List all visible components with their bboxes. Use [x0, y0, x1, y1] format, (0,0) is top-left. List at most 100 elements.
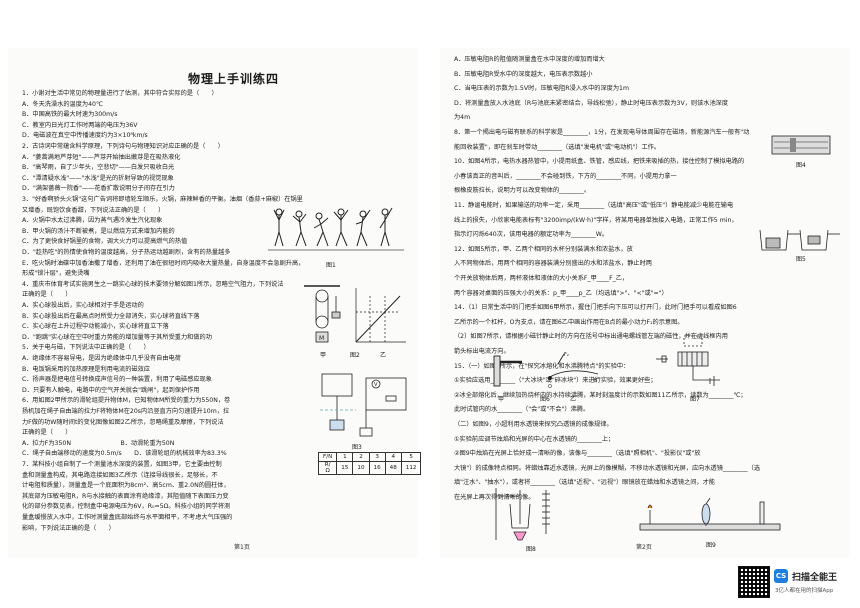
text-line: 12．如图5所示，甲、乙两个相同的水杯分别装满水和浓盐水，放 — [454, 245, 633, 253]
table-cell: 112 — [400, 461, 422, 475]
svg-text:O: O — [548, 384, 552, 390]
figure-7-label: 图7 — [690, 396, 700, 403]
figure-4-rubber-band-box — [771, 135, 831, 155]
text-line: 7．某科技小组自制了一个测量池水深度的装置，如图3甲，它主要由控制 — [22, 461, 222, 468]
text-line: （二）如图9，小超利用水透镜来探究凸透镜的成像规律。 — [454, 421, 613, 428]
camscanner-logo-icon: CS — [774, 569, 788, 583]
table-row: F/N 1 2 3 4 5 — [317, 452, 422, 462]
figure-6-label-c: 乙 — [570, 396, 577, 403]
text-line: D．"跑跳"实心球在空中时重力势能的增加量等于其所受重力和做的功 — [22, 333, 212, 341]
figure-9-optical-bench — [639, 497, 781, 531]
text-line: 14．（1）日常生活中的门把手如图6甲所示，握住门把手向下压可以打开门，此时门把… — [454, 304, 737, 312]
text-line: 又增香，既饱饮食香甜，下列说法正确的是（ ） — [22, 206, 165, 214]
text-line: A．火锅中水太过沸腾，因为蒸气遇冷发生汽化现象 — [22, 217, 163, 225]
text-line: ②冰全部熔化后，继续加热烧杯内的水持续沸腾，某时刻温度计的示数如图11乙所示，读… — [454, 391, 747, 399]
scanner-app-name: 扫描全能王 — [792, 573, 838, 583]
text-line: C．"潭清疑水浅"——"水浅"是光的折射导致的视觉现象 — [22, 174, 174, 182]
text-line: C．教室内日光灯工作时两端的电压为36V — [22, 121, 138, 129]
text-line: 4．重庆市体育考试实施男生之一跳实心球的技术要领分解如图1所示，忽略空气阻力，下… — [22, 280, 284, 288]
figure-9-label: 图9 — [706, 542, 716, 549]
text-line: B．中国高铁的最大时速为300m/s — [22, 111, 118, 119]
text-line: 5．关于电与磁，下列说法中正确的是（ ） — [22, 344, 150, 352]
figure-5-label: 图5 — [796, 256, 806, 263]
text-line: 盒和测量盒构成，其电路连接如图3乙所示（连接导线很长，足够长，不 — [22, 471, 218, 479]
svg-text:F₂: F₂ — [564, 352, 569, 358]
text-line: 6．用如图2甲所示的滑轮组提升物体M，已知物体M所受的重力为550N，卷 — [22, 397, 231, 405]
table-cell: 4 — [384, 452, 402, 462]
text-line: 化的部分参数见表，控制盒中电源电压为6V，R₀=5Ω。科技小组的同学将测 — [22, 503, 231, 511]
qr-code — [738, 566, 770, 598]
page-title: 物理上手训练四 — [188, 72, 280, 86]
text-line: 大镜"）的成像特点相同。将蜡烛靠近水透镜，光屏上的像模糊，不移动水透镜和光屏，应… — [454, 464, 761, 472]
text-line: 箭头标出电流方向。 — [454, 348, 510, 355]
svg-text:V: V — [374, 382, 378, 388]
text-line: 个开关放物体后两，两杯液体和液体的大小关系F_甲____F_乙， — [454, 275, 629, 282]
svg-text:B: B — [594, 378, 598, 384]
table-cell: 1 — [336, 452, 354, 462]
text-line: （2）如图7所示，请根据小磁针静止时的方向在括号中标出通电螺线管左端的磁性，并在… — [454, 333, 728, 341]
text-line: C．为了更快食好锅里的食物，调大火力可以提高燃气的热值 — [22, 238, 188, 246]
text-line: C．扬声器是把电信号转换成声信号的一种装置，利用了电磁感应现象 — [22, 376, 212, 384]
figure-8-label: 图8 — [526, 546, 536, 553]
text-line: C．实心球在上升过程中动能减小，实心球将直立下落 — [22, 323, 169, 331]
figure-3-depth-meter: V — [320, 373, 407, 437]
exam-page-left: 物理上手训练四 1．小谢对生活中常见的物理量进行了估测，其中符合实际的是（ ） A… — [8, 48, 422, 558]
figure-2-caption-b: 乙 — [380, 352, 387, 359]
text-line: D．只要有人触电，电路中的空气开关就会"跳闸"，起到保护作用 — [22, 386, 200, 394]
text-line: D．电磁波在真空中传播速度约为3×10⁸km/s — [22, 132, 148, 140]
table-cell: 48 — [384, 461, 402, 475]
text-line: 乙所示的一个杠杆，O为支点，请在图6乙中画出作用在B点的最小动力F₁的示意图。 — [454, 318, 684, 326]
text-line: A．"蒌蒿满地芦芽短"——芦芽开始抽出嫩芽是在吸热液化 — [22, 153, 181, 161]
text-line: 量盒缓慢放入水中，工作时测量盒底部始终与水平面相平，不考虑大气压强的 — [22, 514, 233, 521]
table-cell: 3 — [368, 452, 386, 462]
text-line: 15．（一）如图8所示，在"探究冰熔化和水沸腾特点"的实验中： — [454, 362, 630, 370]
figure-4-label: 图4 — [796, 162, 806, 169]
text-line: 两个容器对桌面的压强大小的关系：p_甲____p_乙（均选填">"、"<"或"=… — [454, 289, 668, 297]
text-line: 正确的是（ ） — [22, 429, 72, 437]
text-line: A．拉力F为350N B．动滑轮重为50N — [22, 439, 175, 447]
pressure-resistance-table: F/N 1 2 3 4 5 R/Ω 15 10 16 48 112 — [317, 452, 422, 475]
text-line: E．吃火锅时油碟中加香油撒了增香，还利用了油在很短时间内吸收大量热量，自身温度不… — [22, 259, 305, 267]
text-line: 1．小谢对生活中常见的物理量进行了估测，其中符合实际的是（ ） — [22, 90, 218, 97]
figure-6-door-handle: O F₂ B — [493, 352, 599, 390]
text-line: A．压敏电阻R的阻值随测量盒在水中深度的增加而增大 — [454, 56, 605, 63]
text-line: 指示灯闪烁640次，该用电器的额定功率为________W。 — [454, 231, 609, 239]
figure-3-label: 图3 — [352, 444, 362, 451]
table-cell: 15 — [336, 461, 354, 475]
text-line: 根橡皮筋拉长，说明力可以改变物体的________。 — [454, 187, 591, 195]
figure-1-shot-put-sequence — [268, 207, 404, 251]
text-line: A．冬天洗澡水的温度为40℃ — [22, 100, 103, 108]
text-line: 能回收装置"，即在刹车时带动________（选填"发电机"或"电动机"）工作。 — [454, 143, 661, 151]
text-line: 力F做的功W随时间t的变化图像如图2乙所示，忽略绳重及摩擦，下列说法 — [22, 418, 224, 426]
figure-6-label-b: 图6 — [540, 396, 550, 403]
text-line: B．实心球投出后在最高点时所受力全部消失，实心球将直线下落 — [22, 312, 200, 320]
figure-1-caption: 图1 — [326, 262, 336, 269]
text-line: C．当电压表的示数为1.5V时，压敏电阻R浸入水中的深度为1m — [454, 85, 629, 93]
text-line: 影响，下列说法正确的是（ ） — [22, 524, 115, 532]
table-cell: 16 — [368, 461, 386, 475]
text-line: 入不同物体后，用两个相同的容器装满分别盛出的水和浓盐水，静止时两 — [454, 260, 652, 268]
text-line: 线上的损失，小欣家电能表标有"3200imp/(kW·h)"字样，将某用电器单独… — [454, 216, 738, 224]
text-line: 11．静谧电能时，如果输送的功率一定，采用________（选填"高压"或"低压… — [454, 202, 734, 209]
text-line: 扬机加在绳子自由端的拉力F将物体M在20s内沿竖直方向匀速提升10m，拉 — [22, 408, 230, 415]
text-line: ①实验前应调节烛焰和光屏的中心在水透镜的________上； — [454, 435, 615, 443]
text-line: 为4m — [454, 114, 471, 122]
figure-6-label-a: 甲 — [498, 396, 505, 403]
table-cell: 2 — [352, 452, 370, 462]
figure-7-solenoid — [656, 335, 720, 386]
figure-2-caption-a: 甲 — [320, 352, 327, 359]
text-line: ②图9中烛焰在光屏上恰好成一清晰的像，该像与________（选填"照相机"、"… — [454, 450, 701, 458]
scanner-app-tagline: 3亿人都在用的扫描App — [775, 588, 834, 594]
text-line: 其底部为压敏电阻R，R与水接触的表面涂有绝缘漆，其阻值随下表面压力变 — [22, 492, 229, 500]
table-cell: 5 — [400, 452, 422, 462]
text-line: D．"趁热吃"的热情使食物的温度越高，分子热运动越剧烈，含有的热量越多 — [22, 249, 231, 256]
text-line: ①实验应选用________（"大冰块"或"碎冰块"）来进行实验，效果更好些； — [454, 377, 657, 385]
text-line: 填"注水"、"抽水"），或者将________（选填"近视"、"远视"）眼镜放在… — [454, 479, 715, 487]
text-line: B．甲火锅的汤汁不断被煮，是以燃烧方式来增加内能的 — [22, 227, 175, 235]
text-line: A．绝缘体不容易导电，是因为绝缘体中几乎没有自由电荷 — [22, 355, 181, 362]
text-line: B．"高琴雨，自了少年头，空悲切"——白发只吸收白光 — [22, 164, 175, 172]
text-line: 小春该真正的音叫后，________不会碰到铁，下方的________不同，小提… — [454, 172, 677, 180]
text-line: 在光屏上再次得到清晰的像。 — [454, 494, 535, 501]
figure-5-cups — [759, 229, 840, 251]
